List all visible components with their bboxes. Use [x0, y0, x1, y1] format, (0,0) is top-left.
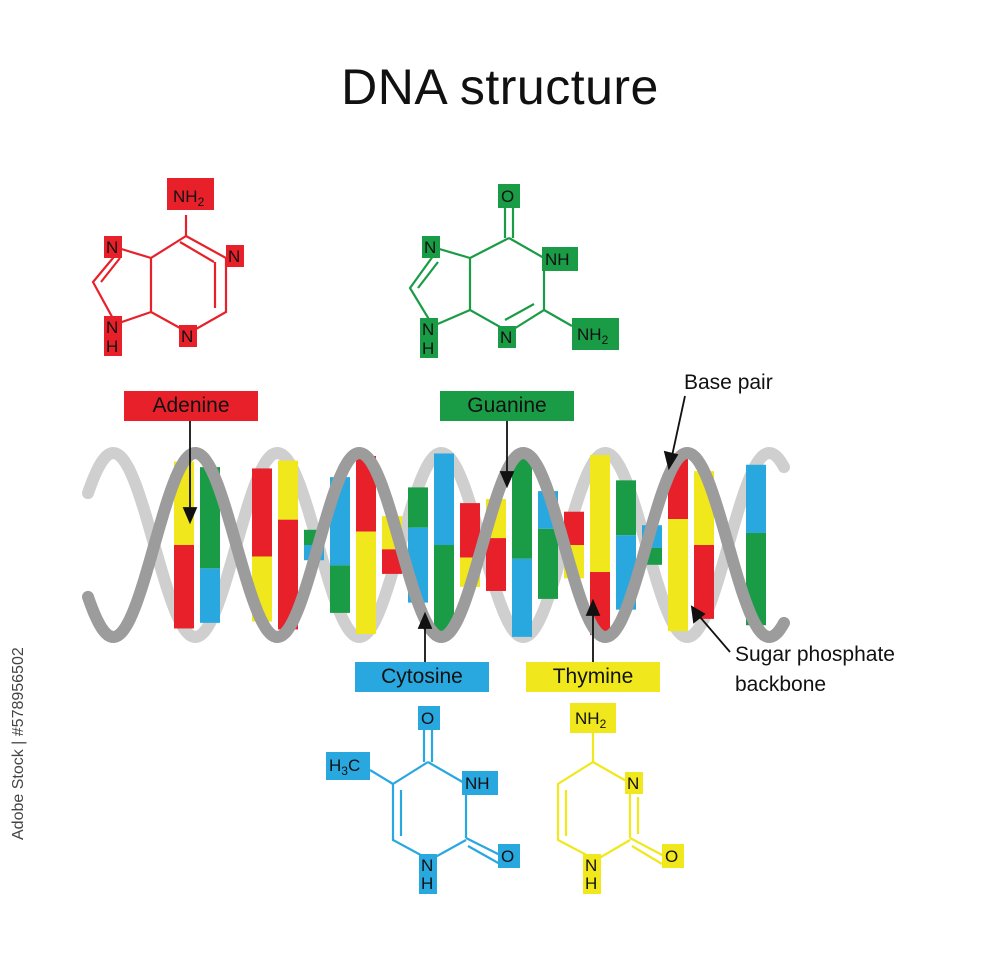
double-helix [82, 446, 790, 644]
adenine-atom-labels: NH2 N N N N H [104, 178, 244, 356]
base-pair-arrow [671, 395, 686, 457]
backbone-label-line2: backbone [735, 673, 827, 696]
backbone-arrow [699, 616, 731, 653]
svg-text:N: N [424, 238, 436, 257]
svg-text:H3C: H3C [329, 756, 360, 778]
svg-text:H: H [585, 874, 597, 893]
adenine-molecule [91, 215, 228, 334]
base-rung-half [434, 453, 454, 545]
base-rung-half [200, 568, 220, 623]
base-rung-half [486, 538, 506, 591]
svg-text:N: N [627, 774, 639, 793]
guanine-molecule [408, 208, 573, 333]
stock-watermark-id: Adobe Stock | #578956502 [10, 647, 27, 840]
base-rung-half [382, 549, 402, 574]
cytosine-molecule [369, 730, 503, 865]
svg-text:NH: NH [545, 250, 570, 269]
callout-arrows [182, 395, 731, 664]
base-rung-half [590, 454, 610, 573]
svg-text:N: N [500, 328, 512, 347]
base-rung-half [278, 519, 298, 630]
svg-text:N: N [421, 856, 433, 875]
base-rung-half [356, 455, 376, 532]
base-rung-half [694, 545, 714, 619]
base-rung-half [278, 460, 298, 520]
svg-text:H: H [421, 874, 433, 893]
svg-text:N: N [106, 238, 118, 257]
base-rung-half [460, 503, 480, 558]
base-rung-half [564, 511, 584, 545]
thymine-molecule [556, 730, 665, 865]
adenine-nh2-label: NH2 [173, 187, 205, 209]
svg-text:N: N [106, 318, 118, 337]
svg-text:N: N [181, 327, 193, 346]
base-rung-half [746, 464, 766, 533]
base-rung-half [616, 480, 636, 536]
svg-text:N: N [422, 320, 434, 339]
base-rung-half [434, 545, 454, 637]
thymine-atom-labels: NH2 N O N H [570, 703, 684, 894]
thymine-label: Thymine [526, 662, 660, 692]
svg-text:N: N [585, 856, 597, 875]
base-rung-half [512, 453, 532, 559]
svg-text:O: O [421, 709, 434, 728]
svg-text:H: H [106, 337, 118, 356]
svg-text:H: H [422, 339, 434, 358]
base-rung-half [330, 565, 350, 613]
base-rung-half [356, 531, 376, 635]
base-rung-half [538, 528, 558, 599]
svg-text:O: O [501, 847, 514, 866]
base-rung-half [408, 487, 428, 528]
base-rung-half [668, 519, 688, 632]
guanine-atom-labels: O N NH NH2 N N H [420, 184, 619, 358]
guanine-label: Guanine [440, 391, 574, 421]
adenine-label: Adenine [124, 391, 258, 421]
cytosine-atom-labels: O H3C NH O N H [326, 706, 520, 894]
backbone-label-line1: Sugar phosphate [735, 643, 895, 666]
svg-text:O: O [501, 187, 514, 206]
base-rung-half [252, 468, 272, 557]
backbone-strand-front [82, 446, 790, 644]
svg-text:NH2: NH2 [577, 325, 609, 347]
page-title: DNA structure [341, 59, 659, 115]
svg-text:NH2: NH2 [575, 709, 607, 731]
svg-text:O: O [665, 847, 678, 866]
svg-text:N: N [228, 247, 240, 266]
base-rung-half [512, 558, 532, 637]
svg-text:NH: NH [465, 774, 490, 793]
base-pair-label: Base pair [684, 371, 773, 394]
base-rung-half [174, 545, 194, 629]
cytosine-label: Cytosine [355, 662, 489, 692]
